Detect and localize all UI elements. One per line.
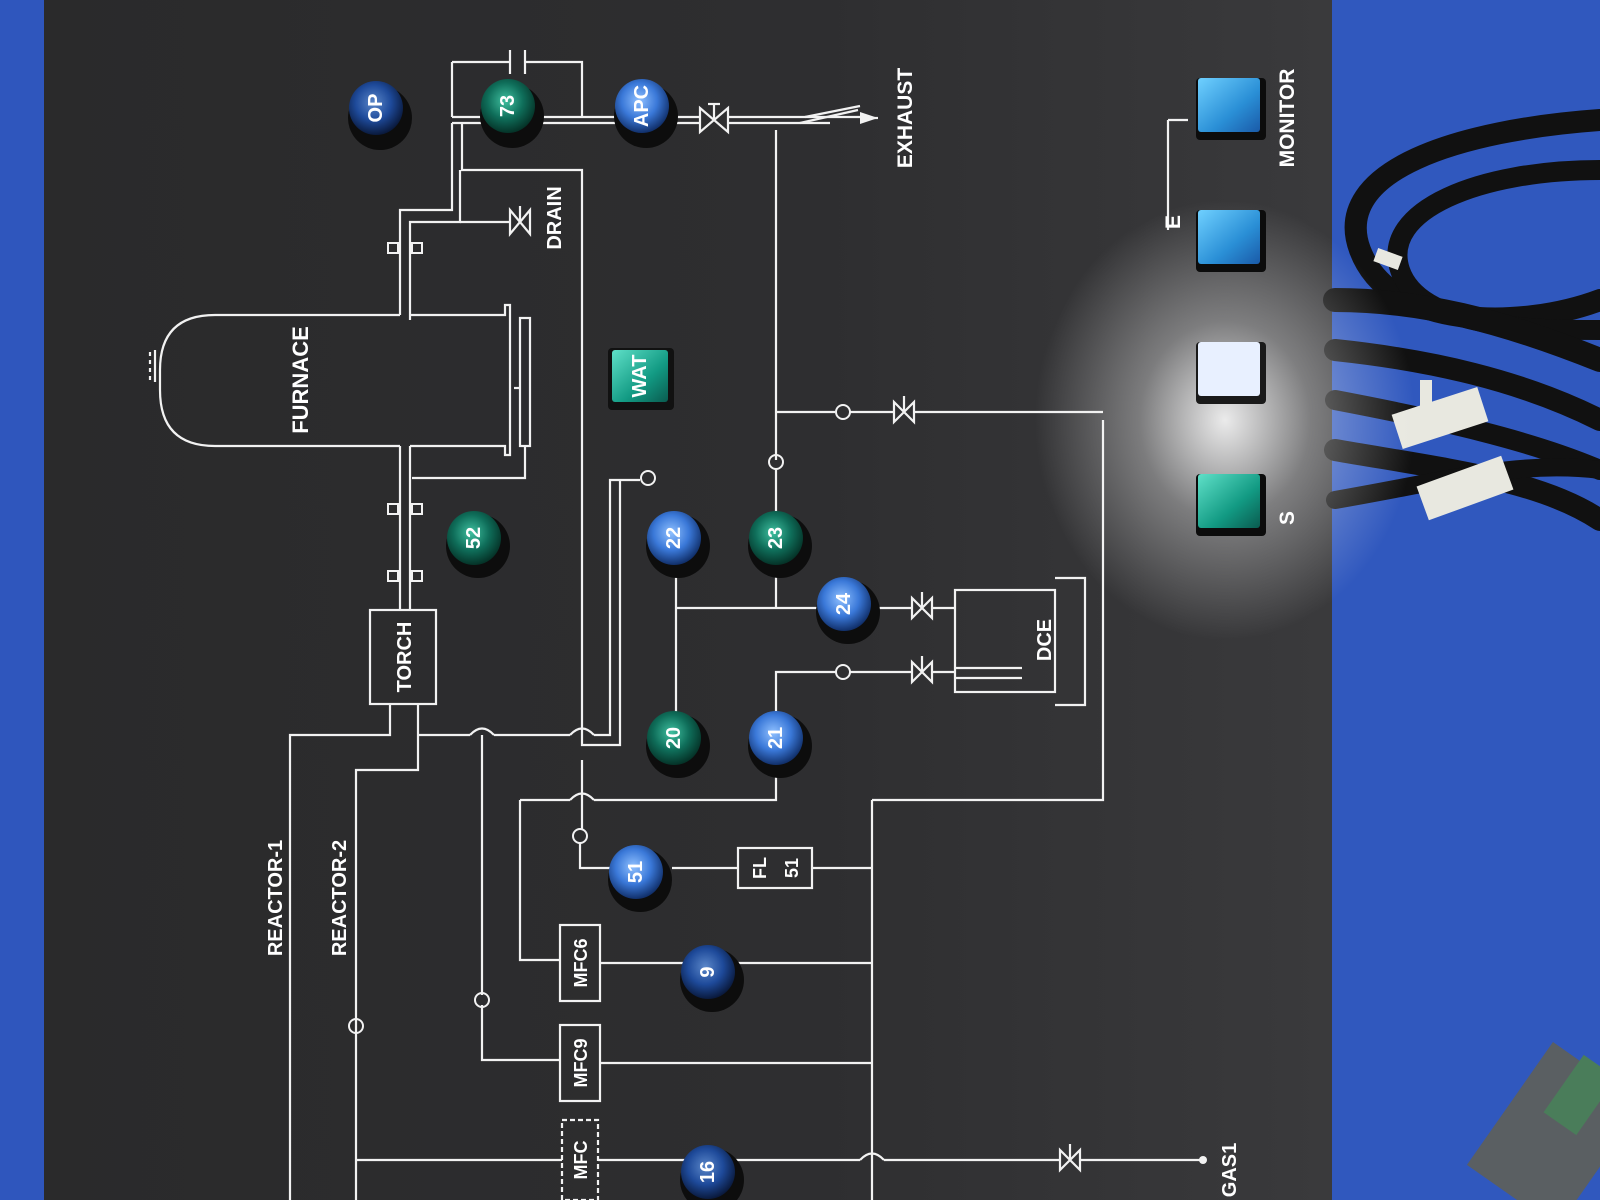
piping-diagram [148, 50, 1207, 1200]
label-gas1: GAS1 [1219, 1143, 1241, 1197]
indicator-lamps: OP 73 APC 52 22 23 2 [348, 79, 880, 1200]
svg-text:24: 24 [833, 592, 855, 615]
svg-text:21: 21 [765, 727, 787, 749]
lamp-22[interactable]: 22 [646, 511, 710, 578]
svg-text:9: 9 [697, 966, 719, 977]
lamp-apc[interactable]: APC [614, 79, 678, 148]
lamp-wat[interactable]: WAT [608, 348, 674, 410]
lamp-9[interactable]: 9 [680, 945, 744, 1012]
svg-text:52: 52 [463, 527, 485, 549]
svg-text:20: 20 [663, 727, 685, 749]
svg-text:23: 23 [765, 527, 787, 549]
button-monitor[interactable] [1196, 78, 1266, 140]
light-glare [1035, 200, 1415, 640]
label-mfc9: MFC9 [571, 1039, 591, 1088]
lamp-21[interactable]: 21 [748, 711, 812, 778]
label-furnace: FURNACE [288, 326, 313, 434]
label-mfc: MFC [571, 1141, 591, 1180]
lamp-20[interactable]: 20 [646, 711, 710, 778]
lamp-op[interactable]: OP [348, 81, 412, 150]
lamp-52[interactable]: 52 [446, 511, 510, 578]
svg-text:WAT: WAT [629, 355, 651, 398]
lamp-73[interactable]: 73 [480, 79, 544, 148]
svg-text:22: 22 [663, 527, 685, 549]
label-torch: TORCH [394, 622, 416, 693]
button-2[interactable] [1196, 210, 1266, 272]
svg-text:APC: APC [631, 85, 653, 127]
label-side-partial-2: S [1276, 511, 1299, 525]
svg-text:73: 73 [497, 95, 519, 117]
label-side-partial-1: E [1162, 215, 1185, 229]
lamp-24[interactable]: 24 [816, 577, 880, 644]
label-monitor: MONITOR [1276, 69, 1299, 168]
button-3[interactable] [1196, 342, 1266, 404]
svg-text:16: 16 [697, 1161, 719, 1183]
lamp-16[interactable]: 16 [680, 1145, 744, 1200]
lamp-51[interactable]: 51 [608, 845, 672, 912]
connector [1466, 1042, 1600, 1200]
lamp-23[interactable]: 23 [748, 511, 812, 578]
label-fl: FL [750, 857, 770, 879]
label-reactor-1: REACTOR-1 [265, 840, 287, 956]
cable-ties [1373, 247, 1514, 521]
svg-text:51: 51 [625, 861, 647, 883]
label-fl-number: 51 [782, 858, 802, 878]
label-exhaust: EXHAUST [894, 68, 917, 169]
button-4[interactable] [1196, 474, 1266, 536]
label-drain: DRAIN [544, 186, 566, 249]
svg-text:OP: OP [365, 94, 387, 123]
push-buttons [1196, 78, 1266, 536]
label-dce: DCE [1034, 619, 1056, 661]
label-reactor-2: REACTOR-2 [329, 840, 351, 956]
diagram-labels: FURNACE TORCH DRAIN EXHAUST DCE REACTOR-… [265, 68, 1299, 1198]
label-mfc6: MFC6 [571, 939, 591, 988]
